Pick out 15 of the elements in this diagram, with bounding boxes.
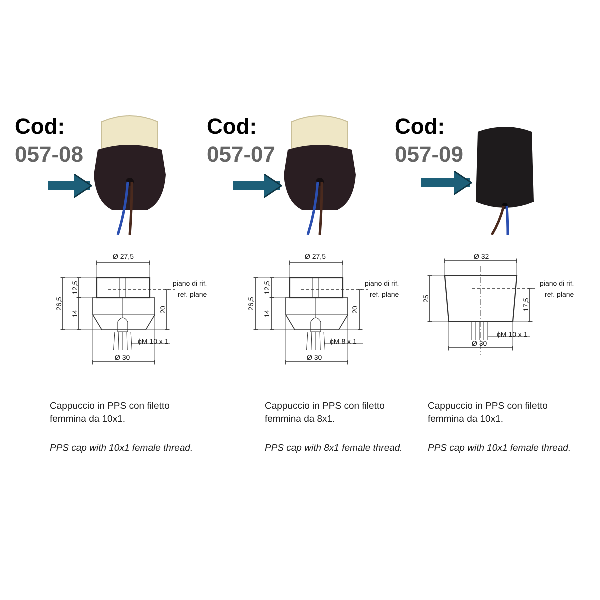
code-heading: Cod: (395, 114, 446, 140)
description-text: PPS cap with 10x1 female thread. (428, 443, 572, 454)
arrow (233, 176, 282, 196)
product-code: 057-07 (207, 142, 276, 168)
product-code: 057-09 (395, 142, 464, 168)
arrow (48, 176, 92, 196)
description-text: PPS cap with 8x1 female thread. (265, 443, 403, 454)
arrow (421, 173, 472, 193)
description-text: Cappuccio in PPS con filetto femmina da 10x1. (428, 400, 549, 426)
product-code: 057-08 (15, 142, 84, 168)
code-heading: Cod: (207, 114, 258, 140)
description-text: Cappuccio in PPS con filetto femmina da 8x1. (265, 400, 386, 426)
description-text: Cappuccio in PPS con filetto femmina da 10x1. (50, 400, 171, 426)
code-heading: Cod: (15, 114, 66, 140)
description-text: PPS cap with 10x1 female thread. (50, 443, 194, 454)
